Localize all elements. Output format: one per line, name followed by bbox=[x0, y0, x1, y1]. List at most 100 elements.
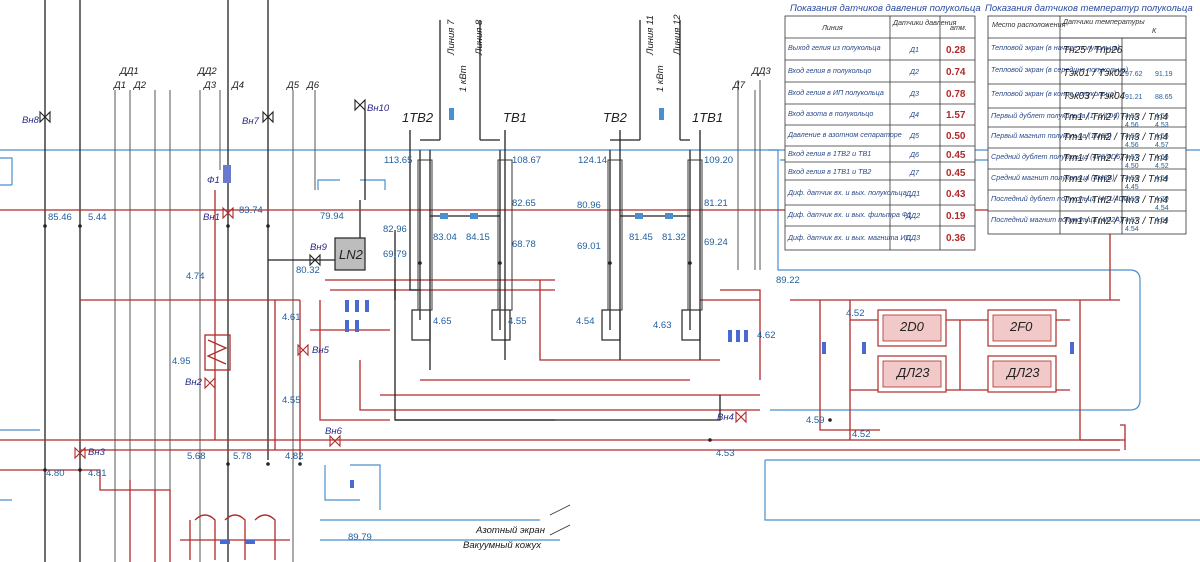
svg-text:4.59: 4.59 bbox=[806, 415, 825, 426]
svg-text:0.19: 0.19 bbox=[946, 211, 966, 222]
svg-text:Вн7: Вн7 bbox=[242, 116, 260, 127]
svg-text:1.57: 1.57 bbox=[946, 110, 966, 121]
svg-text:Вход азота в полукольцо: Вход азота в полукольцо bbox=[788, 109, 873, 118]
svg-text:Вн9: Вн9 bbox=[310, 242, 328, 253]
svg-text:Д3: Д3 bbox=[909, 89, 919, 98]
svg-text:ДД3: ДД3 bbox=[751, 66, 771, 77]
svg-text:Tэк03 / Tэк04: Tэк03 / Tэк04 bbox=[1063, 91, 1126, 102]
svg-text:Ф1: Ф1 bbox=[207, 175, 220, 186]
svg-text:4.554.56: 4.554.56 bbox=[1125, 113, 1139, 129]
column-links bbox=[430, 108, 690, 219]
pressure-table-grid bbox=[784, 15, 976, 251]
svg-text:Линия 8: Линия 8 bbox=[474, 19, 485, 56]
magnets: 2D0 2F0 ДЛ23 ДЛ23 bbox=[877, 309, 1057, 393]
svg-text:89.79: 89.79 bbox=[348, 532, 372, 543]
svg-text:ДД2: ДД2 bbox=[905, 211, 920, 220]
temp-header-sensor: Датчики температуры bbox=[1062, 17, 1145, 26]
svg-text:89.22: 89.22 bbox=[776, 275, 800, 286]
svg-text:1 кВт: 1 кВт bbox=[458, 65, 469, 92]
svg-text:Tm1 / Tm2 / Tm3 / Tm4: Tm1 / Tm2 / Tm3 / Tm4 bbox=[1063, 132, 1168, 143]
svg-text:Вход гелия в 1ТВ1 и ТВ2: Вход гелия в 1ТВ1 и ТВ2 bbox=[788, 167, 871, 176]
svg-text:Последний магнит полукольца (4: Последний магнит полукольца (4M2A) bbox=[991, 215, 1122, 224]
svg-text:0.74: 0.74 bbox=[946, 67, 966, 78]
helium-lines-red bbox=[0, 190, 1126, 562]
svg-text:ДД3: ДД3 bbox=[905, 233, 920, 242]
svg-text:5.78: 5.78 bbox=[233, 451, 252, 462]
readings: 85.46 5.44 4.74 4.95 4.80 4.81 5.68 5.78… bbox=[46, 155, 871, 543]
svg-text:Tm1 / Tm2 / Tm3 / Tm4: Tm1 / Tm2 / Tm3 / Tm4 bbox=[1063, 216, 1168, 227]
svg-text:0.43: 0.43 bbox=[946, 189, 966, 200]
svg-text:109.20: 109.20 bbox=[704, 155, 733, 166]
svg-text:4.65: 4.65 bbox=[433, 316, 452, 327]
svg-text:LN2: LN2 bbox=[339, 247, 364, 262]
svg-text:4.95: 4.95 bbox=[172, 356, 191, 367]
svg-text:Вн10: Вн10 bbox=[367, 103, 390, 114]
svg-text:Последний дублет полукольца (4: Последний дублет полукольца (4F1/4D0) bbox=[991, 194, 1130, 203]
svg-text:4.63: 4.63 bbox=[653, 320, 672, 331]
svg-text:69.24: 69.24 bbox=[704, 237, 728, 248]
svg-text:ДЛ23: ДЛ23 bbox=[1005, 365, 1040, 380]
temperature-table-grid bbox=[987, 15, 1187, 235]
svg-text:4.82: 4.82 bbox=[285, 451, 304, 462]
svg-text:91.19: 91.19 bbox=[1155, 71, 1173, 78]
svg-text:4.80: 4.80 bbox=[46, 468, 65, 479]
svg-text:0.28: 0.28 bbox=[946, 45, 966, 56]
svg-text:Tm1 / Tm2 / Tm3 / Tm4: Tm1 / Tm2 / Tm3 / Tm4 bbox=[1063, 153, 1168, 164]
svg-text:2F0: 2F0 bbox=[1009, 319, 1033, 334]
heat-exchanger bbox=[204, 334, 231, 371]
svg-text:Диф. датчик вх. и вых. фильтра: Диф. датчик вх. и вых. фильтра Ф1 bbox=[787, 210, 912, 219]
svg-text:ТВ1: ТВ1 bbox=[503, 110, 527, 125]
svg-text:81.32: 81.32 bbox=[662, 232, 686, 243]
svg-text:0.78: 0.78 bbox=[946, 89, 966, 100]
svg-text:4.61: 4.61 bbox=[282, 312, 301, 323]
svg-text:4.574.54: 4.574.54 bbox=[1125, 217, 1139, 233]
svg-text:Вход гелия в 1ТВ2 и ТВ1: Вход гелия в 1ТВ2 и ТВ1 bbox=[788, 149, 871, 158]
svg-text:ДД1: ДД1 bbox=[119, 66, 139, 77]
svg-text:4.74: 4.74 bbox=[186, 271, 205, 282]
svg-text:ДЛ23: ДЛ23 bbox=[895, 365, 930, 380]
svg-text:Вн8: Вн8 bbox=[22, 115, 40, 126]
svg-text:81.45: 81.45 bbox=[629, 232, 653, 243]
svg-text:4.564.57: 4.564.57 bbox=[1155, 133, 1169, 149]
sensor-labels: ДД1 ДД2 ДД3 Д1 Д2 Д3 Д4 Д5 Д6 Д7 bbox=[113, 66, 771, 91]
svg-text:88.65: 88.65 bbox=[1155, 94, 1173, 101]
svg-text:0.50: 0.50 bbox=[946, 131, 966, 142]
svg-text:4.62: 4.62 bbox=[757, 330, 776, 341]
svg-text:Вн1: Вн1 bbox=[203, 212, 220, 223]
svg-text:0.45: 0.45 bbox=[946, 150, 966, 161]
svg-text:Tm1 / Tm2 / Tm3 / Tm4: Tm1 / Tm2 / Tm3 / Tm4 bbox=[1063, 112, 1168, 123]
svg-text:Линия 12: Линия 12 bbox=[672, 14, 683, 56]
svg-text:Д7: Д7 bbox=[732, 80, 746, 91]
svg-text:4.55: 4.55 bbox=[282, 395, 301, 406]
svg-text:Диф. датчик вх. и вых. магнита: Диф. датчик вх. и вых. магнита ИП bbox=[787, 233, 912, 242]
svg-text:80.96: 80.96 bbox=[577, 200, 601, 211]
svg-text:Д7: Д7 bbox=[909, 168, 920, 177]
legend-vacuum-jacket: Вакуумный кожух bbox=[463, 540, 542, 551]
svg-text:Д4: Д4 bbox=[231, 80, 244, 91]
filter-f1 bbox=[223, 165, 231, 183]
temperature-table-title: Показания датчиков температур полукольца bbox=[985, 3, 1193, 14]
legend: Азотный экран Вакуумный кожух bbox=[463, 504, 571, 551]
svg-text:Д5: Д5 bbox=[909, 131, 920, 140]
svg-text:Д4: Д4 bbox=[909, 110, 919, 119]
svg-text:Выход гелия из полукольца: Выход гелия из полукольца bbox=[788, 43, 881, 52]
svg-text:80.32: 80.32 bbox=[296, 265, 320, 276]
svg-text:Д5: Д5 bbox=[286, 80, 300, 91]
svg-text:4.564.53: 4.564.53 bbox=[1155, 113, 1169, 129]
svg-text:Давление в азотном сепараторе: Давление в азотном сепараторе bbox=[787, 130, 902, 139]
legend-nitrogen-screen: Азотный экран bbox=[475, 525, 546, 536]
svg-text:Д1: Д1 bbox=[113, 80, 126, 91]
svg-text:Д3: Д3 bbox=[203, 80, 217, 91]
svg-text:4.574.50: 4.574.50 bbox=[1125, 154, 1139, 170]
pressure-table-title: Показания датчиков давления полукольца bbox=[790, 3, 981, 14]
svg-text:81.21: 81.21 bbox=[704, 198, 728, 209]
svg-text:4.53: 4.53 bbox=[716, 448, 735, 459]
svg-text:83.74: 83.74 bbox=[239, 205, 263, 216]
pressure-header-sensor: Датчики давления bbox=[892, 18, 957, 27]
svg-text:0.45: 0.45 bbox=[946, 168, 966, 179]
svg-text:79.94: 79.94 bbox=[320, 211, 344, 222]
central-black-lines bbox=[394, 20, 721, 421]
junction-dots bbox=[43, 224, 832, 472]
svg-text:69.01: 69.01 bbox=[577, 241, 601, 252]
